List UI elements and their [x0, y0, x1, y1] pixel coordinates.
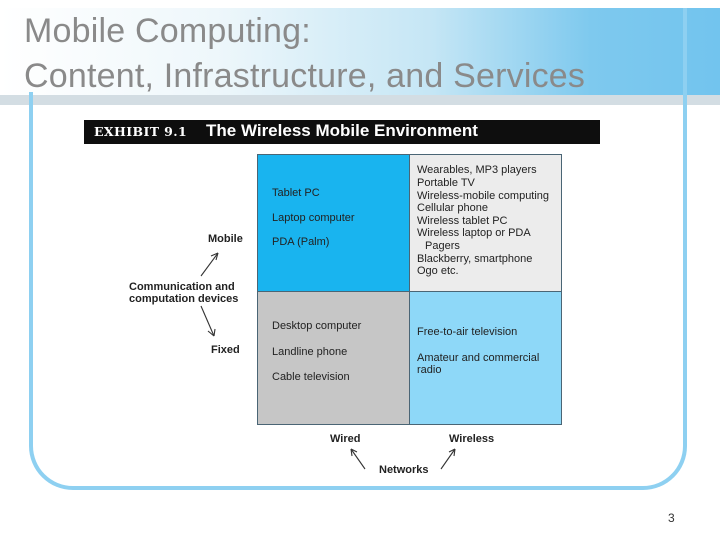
slide-frame	[29, 92, 687, 490]
axis-label-wired: Wired	[330, 433, 361, 445]
arrow-head-mobile	[210, 252, 219, 261]
device-item: Amateur and commercial	[417, 352, 540, 364]
slide-frame-right-edge	[683, 8, 687, 98]
device-item: Landline phone	[272, 346, 348, 358]
quadrant-mobile-wired	[257, 154, 410, 292]
device-item: Blackberry, smartphone	[417, 253, 533, 265]
arrow-to-mobile	[200, 252, 219, 277]
device-item: Ogo etc.	[417, 265, 459, 277]
slide-title-line-1: Mobile Computing:	[24, 12, 311, 50]
device-item: Laptop computer	[272, 212, 355, 224]
device-item: Desktop computer	[272, 320, 362, 332]
device-item: Wireless laptop or PDA	[417, 227, 531, 239]
device-item: Portable TV	[417, 177, 475, 189]
device-item: Wireless tablet PC	[417, 215, 508, 227]
quadrant-mobile-wireless	[409, 154, 562, 292]
page-number: 3	[668, 511, 675, 525]
device-item: PDA (Palm)	[272, 236, 330, 248]
axis-label-wireless: Wireless	[449, 433, 495, 445]
exhibit-title: The Wireless Mobile Environment	[206, 121, 478, 140]
device-item: radio	[417, 364, 442, 376]
arrow-to-wired	[350, 448, 366, 470]
quadrant-fixed-wired	[257, 291, 410, 425]
arrow-head-wireless	[448, 448, 456, 457]
device-item: Cable television	[272, 371, 350, 383]
device-item: Free-to-air television	[417, 326, 518, 338]
exhibit-label: EXHIBIT 9.1	[94, 124, 188, 139]
quadrant-fixed-wireless	[409, 291, 562, 425]
axis-label-devices-line-1: Communication and	[129, 281, 235, 293]
slide-title-line-2: Content, Infrastructure, and Services	[24, 57, 586, 95]
device-item: Wearables, MP3 players	[417, 164, 537, 176]
title-band	[0, 8, 720, 104]
axis-label-fixed: Fixed	[211, 344, 240, 356]
axis-label-mobile: Mobile	[208, 233, 243, 245]
device-item: Pagers	[425, 240, 460, 252]
arrow-to-fixed	[200, 305, 215, 337]
arrow-head-wired	[350, 448, 358, 457]
device-item: Wireless-mobile computing	[417, 190, 550, 202]
device-item: Tablet PC	[272, 187, 320, 199]
arrow-head-fixed	[207, 328, 216, 337]
exhibit-header: EXHIBIT 9.1 The Wireless Mobile Environm…	[84, 120, 600, 144]
title-band-shadow	[0, 95, 720, 105]
axis-label-devices-line-2: computation devices	[129, 293, 239, 305]
arrow-to-wireless	[440, 448, 456, 470]
axis-label-networks: Networks	[379, 464, 429, 476]
device-item: Cellular phone	[417, 202, 488, 214]
